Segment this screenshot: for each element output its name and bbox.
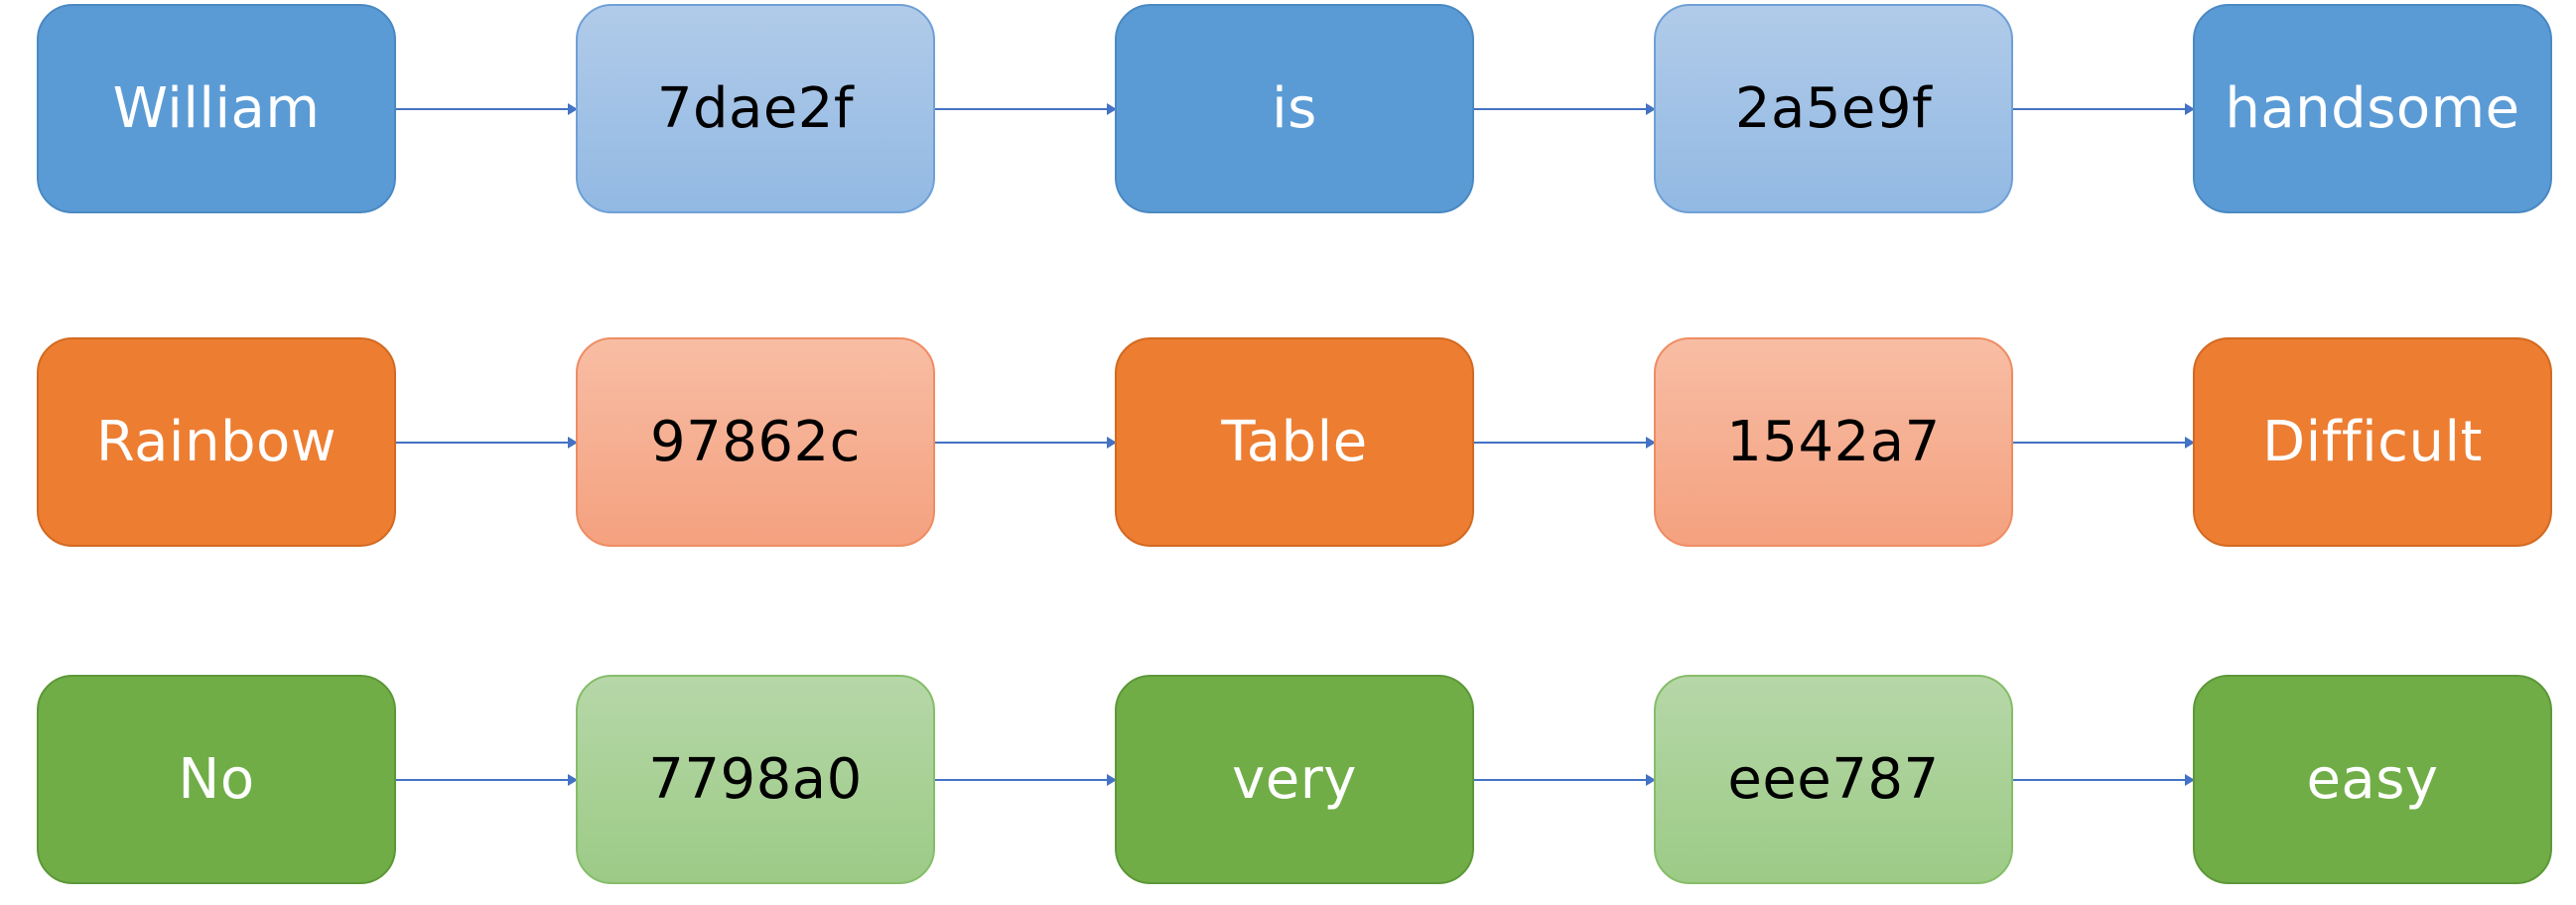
arrow-connector [396,437,578,449]
hash-node: 7dae2f [576,4,935,213]
node-label: Rainbow [95,410,338,474]
word-node: is [1115,4,1474,213]
word-node: Rainbow [37,337,396,547]
arrow-connector [396,103,578,115]
arrow-connector [2013,103,2195,115]
node-label: handsome [2225,76,2520,141]
arrow-connector [2013,774,2195,786]
word-node: very [1115,675,1474,884]
hash-node: 2a5e9f [1654,4,2013,213]
node-label: very [1232,747,1357,812]
node-label: Table [1221,410,1368,474]
node-label: 7798a0 [648,747,863,812]
word-node: handsome [2193,4,2552,213]
arrow-connector [396,774,578,786]
node-label: William [112,76,321,141]
node-label: 1542a7 [1726,410,1941,474]
arrow-connector [1474,437,1656,449]
hash-node: 97862c [576,337,935,547]
word-node: easy [2193,675,2552,884]
arrow-connector [935,774,1117,786]
node-label: 2a5e9f [1734,76,1933,141]
arrow-connector [2013,437,2195,449]
word-node: No [37,675,396,884]
arrow-connector [935,103,1117,115]
arrow-connector [1474,774,1656,786]
node-label: Difficult [2262,410,2483,474]
arrow-connector [1474,103,1656,115]
word-node: Difficult [2193,337,2552,547]
node-label: 97862c [650,410,861,474]
node-label: 7dae2f [656,76,855,141]
node-label: eee787 [1727,747,1940,812]
node-label: No [178,747,255,812]
hash-node: eee787 [1654,675,2013,884]
word-node: Table [1115,337,1474,547]
word-node: William [37,4,396,213]
node-label: easy [2306,747,2439,812]
hash-node: 7798a0 [576,675,935,884]
node-label: is [1272,76,1317,141]
hash-node: 1542a7 [1654,337,2013,547]
arrow-connector [935,437,1117,449]
